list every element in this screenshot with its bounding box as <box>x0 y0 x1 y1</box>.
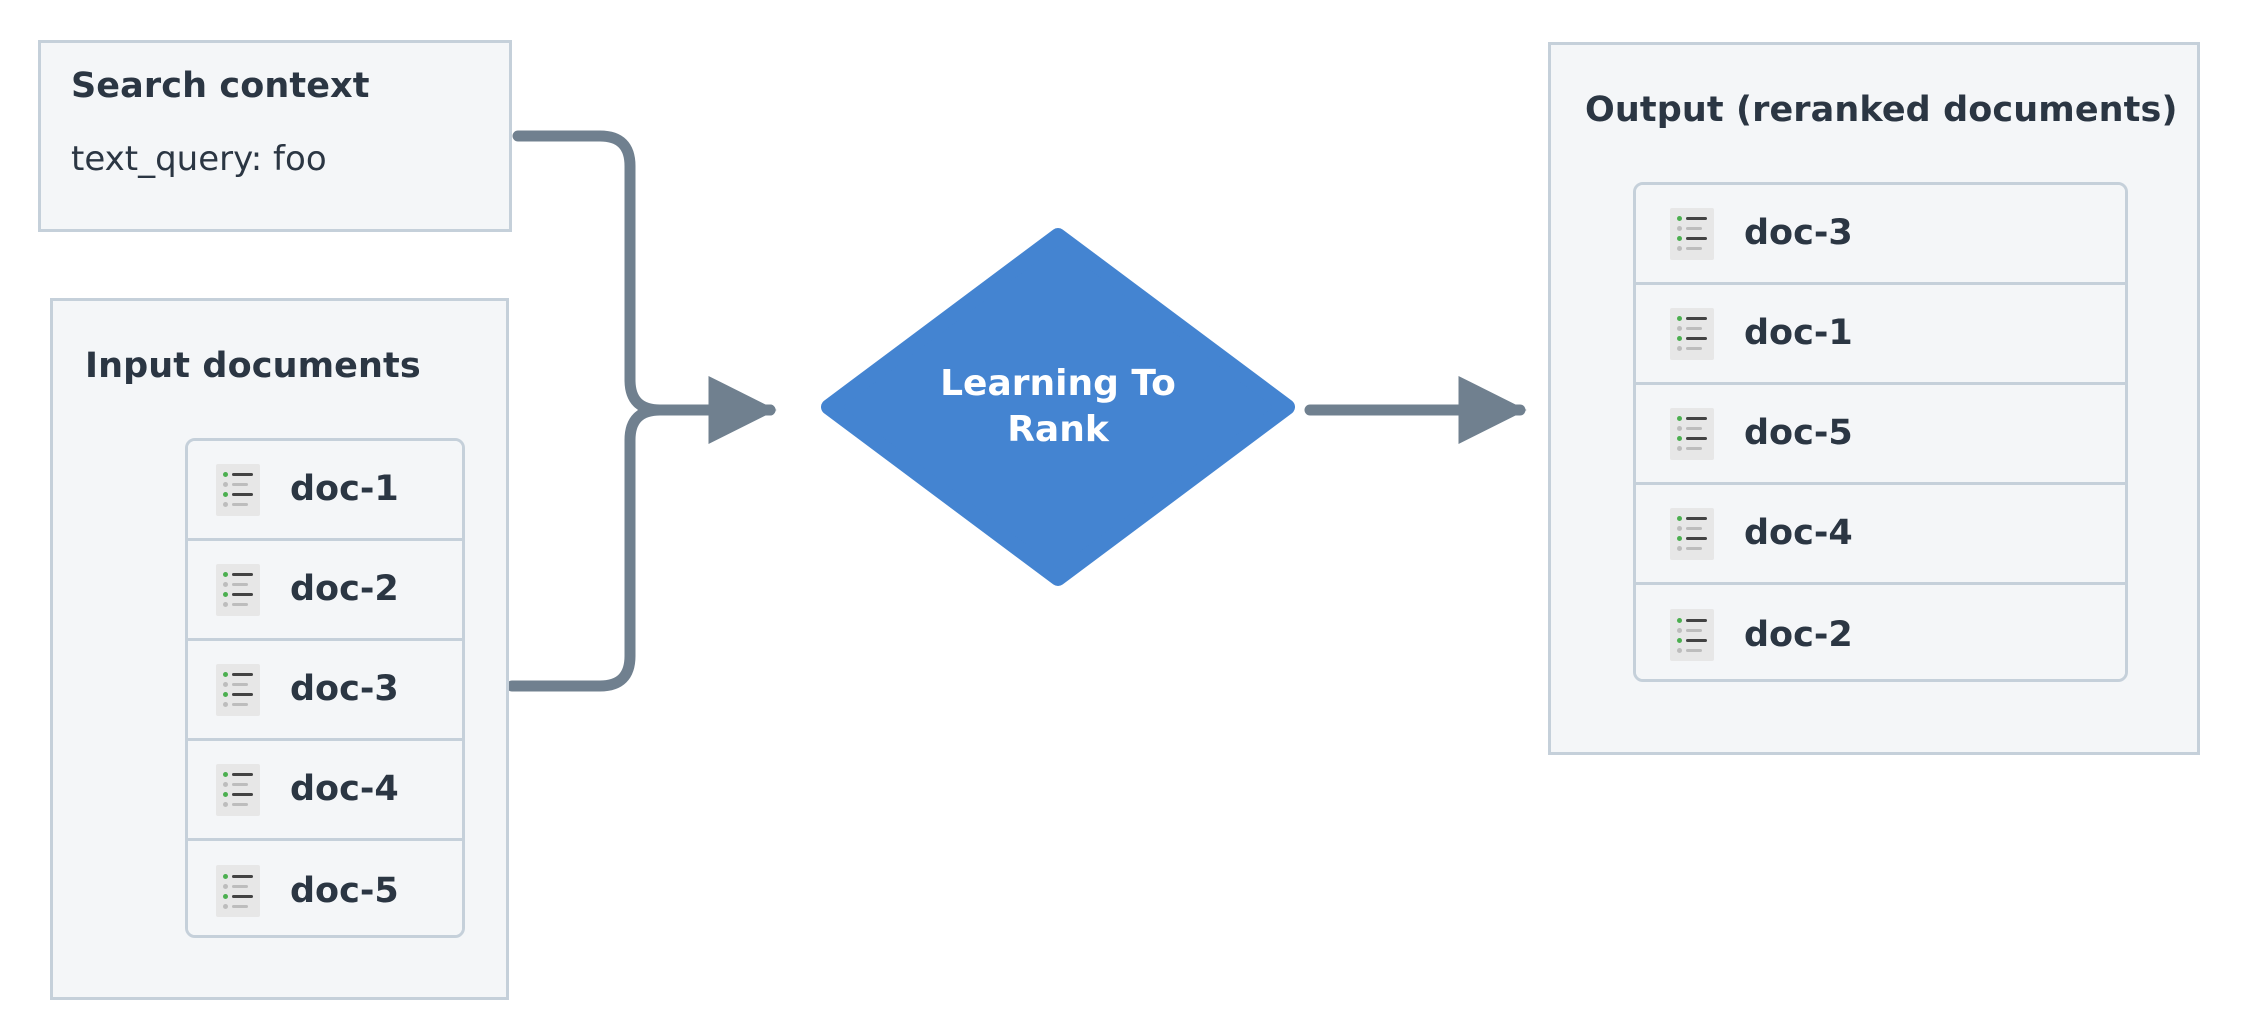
output-panel: Output (reranked documents) doc-3 <box>1548 42 2200 755</box>
document-list-icon <box>216 663 260 716</box>
list-item[interactable]: doc-1 <box>188 441 462 541</box>
list-item[interactable]: doc-2 <box>188 541 462 641</box>
document-list-icon <box>216 563 260 616</box>
learning-to-rank-node[interactable]: Learning To Rank <box>821 228 1295 586</box>
input-document-list: doc-1 doc-2 doc-3 <box>185 438 465 938</box>
connector-input-documents-to-ltr <box>506 404 776 692</box>
document-label: doc-1 <box>1744 313 1853 353</box>
list-item[interactable]: doc-5 <box>1636 385 2125 485</box>
list-item[interactable]: doc-5 <box>188 841 462 935</box>
document-label: doc-4 <box>1744 513 1853 553</box>
output-title: Output (reranked documents) <box>1585 90 2178 130</box>
document-list-icon <box>1670 507 1714 560</box>
search-context-query: text_query: foo <box>71 139 327 179</box>
document-label: doc-3 <box>290 669 399 709</box>
search-context-title: Search context <box>71 66 370 106</box>
document-label: doc-5 <box>1744 413 1853 453</box>
document-list-icon <box>1670 207 1714 260</box>
document-label: doc-3 <box>1744 213 1853 253</box>
list-item[interactable]: doc-3 <box>1636 185 2125 285</box>
document-label: doc-2 <box>290 569 399 609</box>
input-documents-panel: Input documents doc-1 doc-2 <box>50 298 509 1000</box>
document-list-icon <box>1670 609 1714 661</box>
input-documents-title: Input documents <box>85 346 421 386</box>
search-context-panel: Search context text_query: foo <box>38 40 512 232</box>
list-item[interactable]: doc-4 <box>188 741 462 841</box>
document-list-icon <box>216 865 260 917</box>
document-label: doc-2 <box>1744 614 1853 655</box>
document-label: doc-1 <box>290 469 399 509</box>
connector-search-context-to-ltr <box>512 130 777 445</box>
list-item[interactable]: doc-2 <box>1636 585 2125 679</box>
diamond-shape <box>821 228 1295 586</box>
document-label: doc-4 <box>290 769 399 809</box>
document-list-icon <box>1670 307 1714 360</box>
output-document-list: doc-3 doc-1 doc-5 <box>1633 182 2128 682</box>
list-item[interactable]: doc-3 <box>188 641 462 741</box>
document-list-icon <box>216 463 260 516</box>
document-list-icon <box>216 763 260 816</box>
list-item[interactable]: doc-4 <box>1636 485 2125 585</box>
list-item[interactable]: doc-1 <box>1636 285 2125 385</box>
document-list-icon <box>1670 407 1714 460</box>
document-label: doc-5 <box>290 870 399 911</box>
